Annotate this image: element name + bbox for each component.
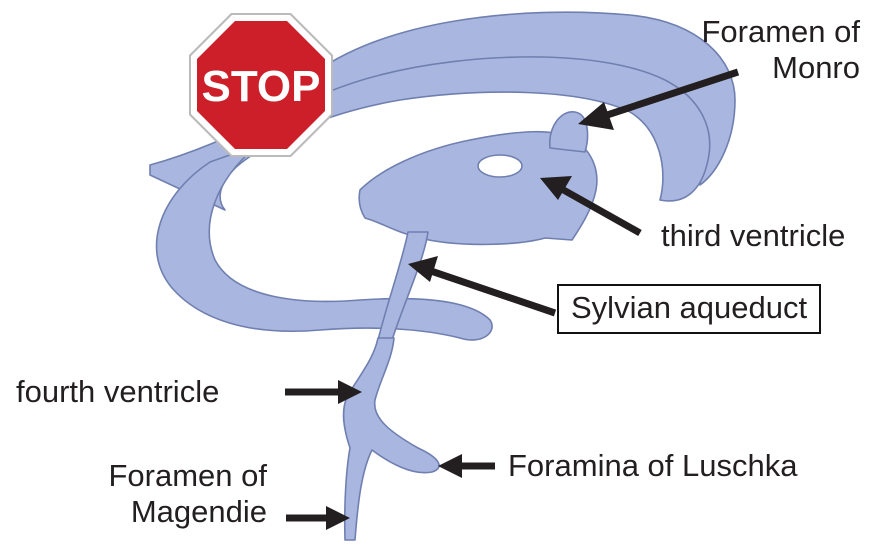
fourth-ventricle	[344, 338, 440, 540]
arrow-foramina-luschka	[438, 454, 462, 478]
stop-sign-text: STOP	[201, 62, 320, 111]
label-third-ventricle: third ventricle	[661, 218, 845, 254]
label-foramen-magendie: Foramen of Magendie	[108, 458, 267, 530]
label-sylvian-aqueduct: Sylvian aqueduct	[557, 284, 821, 334]
label-foramina-luschka: Foramina of Luschka	[508, 448, 797, 484]
stop-sign-icon: STOP	[188, 12, 334, 158]
interthalamic-adhesion	[478, 155, 522, 177]
label-foramen-monro: Foramen of Monro	[701, 14, 860, 86]
label-fourth-ventricle: fourth ventricle	[16, 374, 219, 410]
